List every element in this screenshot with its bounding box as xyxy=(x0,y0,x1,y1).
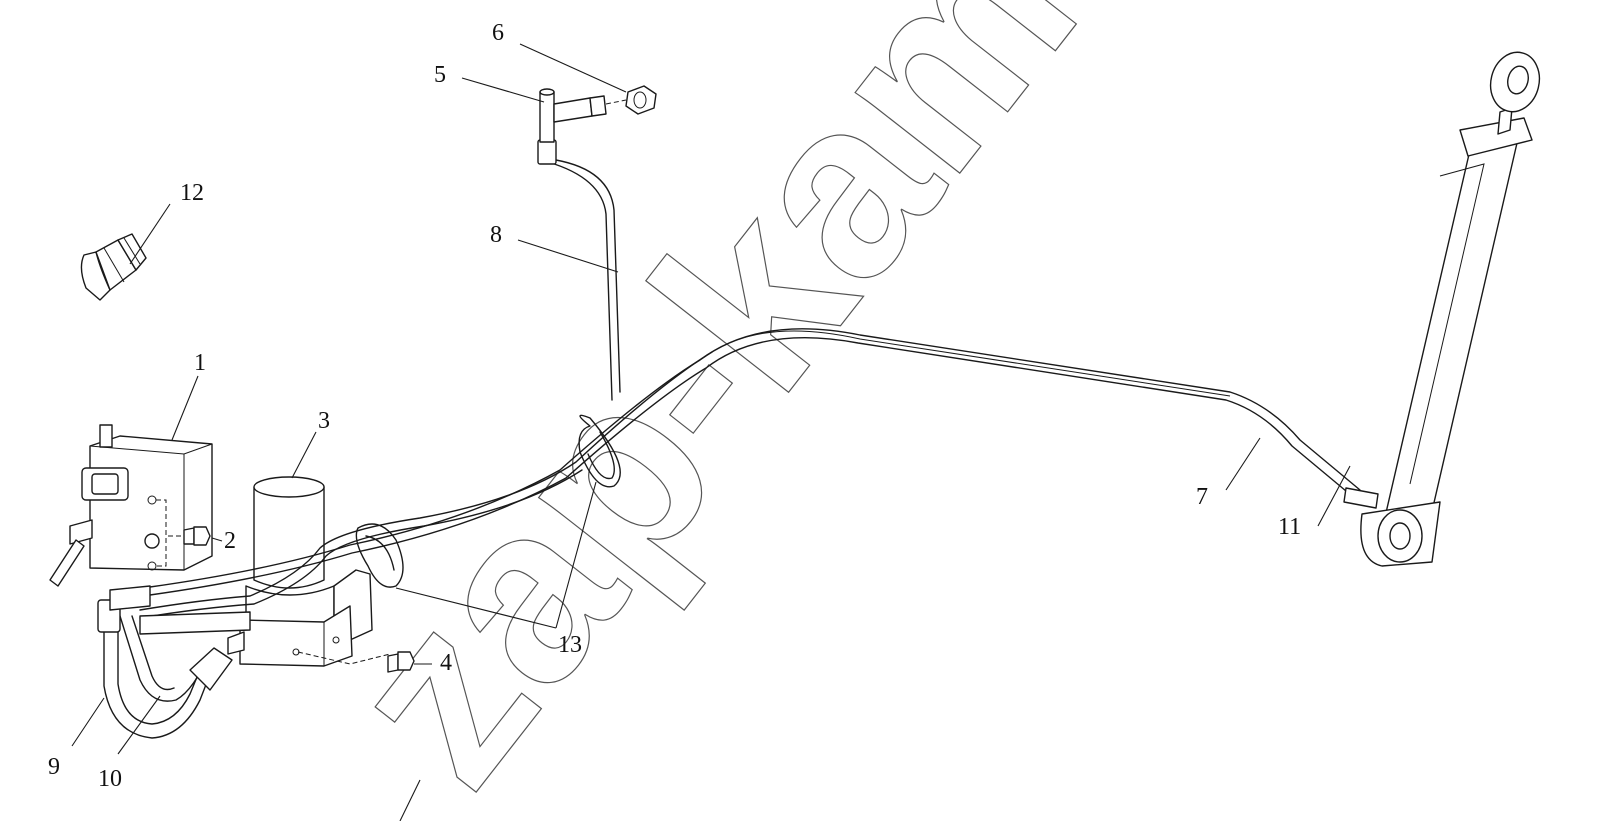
part-13-clamps xyxy=(355,414,621,588)
hydraulic-cylinder xyxy=(1343,51,1541,567)
part-11-secondary-pipe xyxy=(139,351,713,619)
part-3-reservoir xyxy=(253,476,325,589)
callout-3: 3 xyxy=(318,408,330,434)
callout-7: 7 xyxy=(1196,484,1208,510)
callout-13: 13 xyxy=(558,632,582,658)
part-5-tee-fitting xyxy=(539,88,627,143)
callout-1: 1 xyxy=(194,350,206,376)
part-9-10-hoses xyxy=(97,585,251,739)
callout-6: 6 xyxy=(492,20,504,46)
callout-5: 5 xyxy=(434,62,446,88)
callout-8: 8 xyxy=(490,222,502,248)
leader-lines xyxy=(71,43,1351,821)
pump-unit xyxy=(227,569,391,667)
callout-12: 12 xyxy=(180,180,204,206)
callout-10: 10 xyxy=(98,766,122,792)
part-4-bolt xyxy=(387,651,415,673)
part-2-bolt xyxy=(168,526,211,546)
callout-4: 4 xyxy=(440,650,452,676)
part-12-plug xyxy=(80,233,147,301)
part-6-nut xyxy=(625,85,657,115)
callout-2: 2 xyxy=(224,528,236,554)
callout-11: 11 xyxy=(1278,514,1301,540)
watermark-text: zap-kam.ru xyxy=(292,0,1324,821)
callout-9: 9 xyxy=(48,754,60,780)
callouts: 1 2 3 4 5 6 7 8 9 10 11 12 13 xyxy=(48,20,1301,792)
part-1-valve-block xyxy=(49,424,213,587)
